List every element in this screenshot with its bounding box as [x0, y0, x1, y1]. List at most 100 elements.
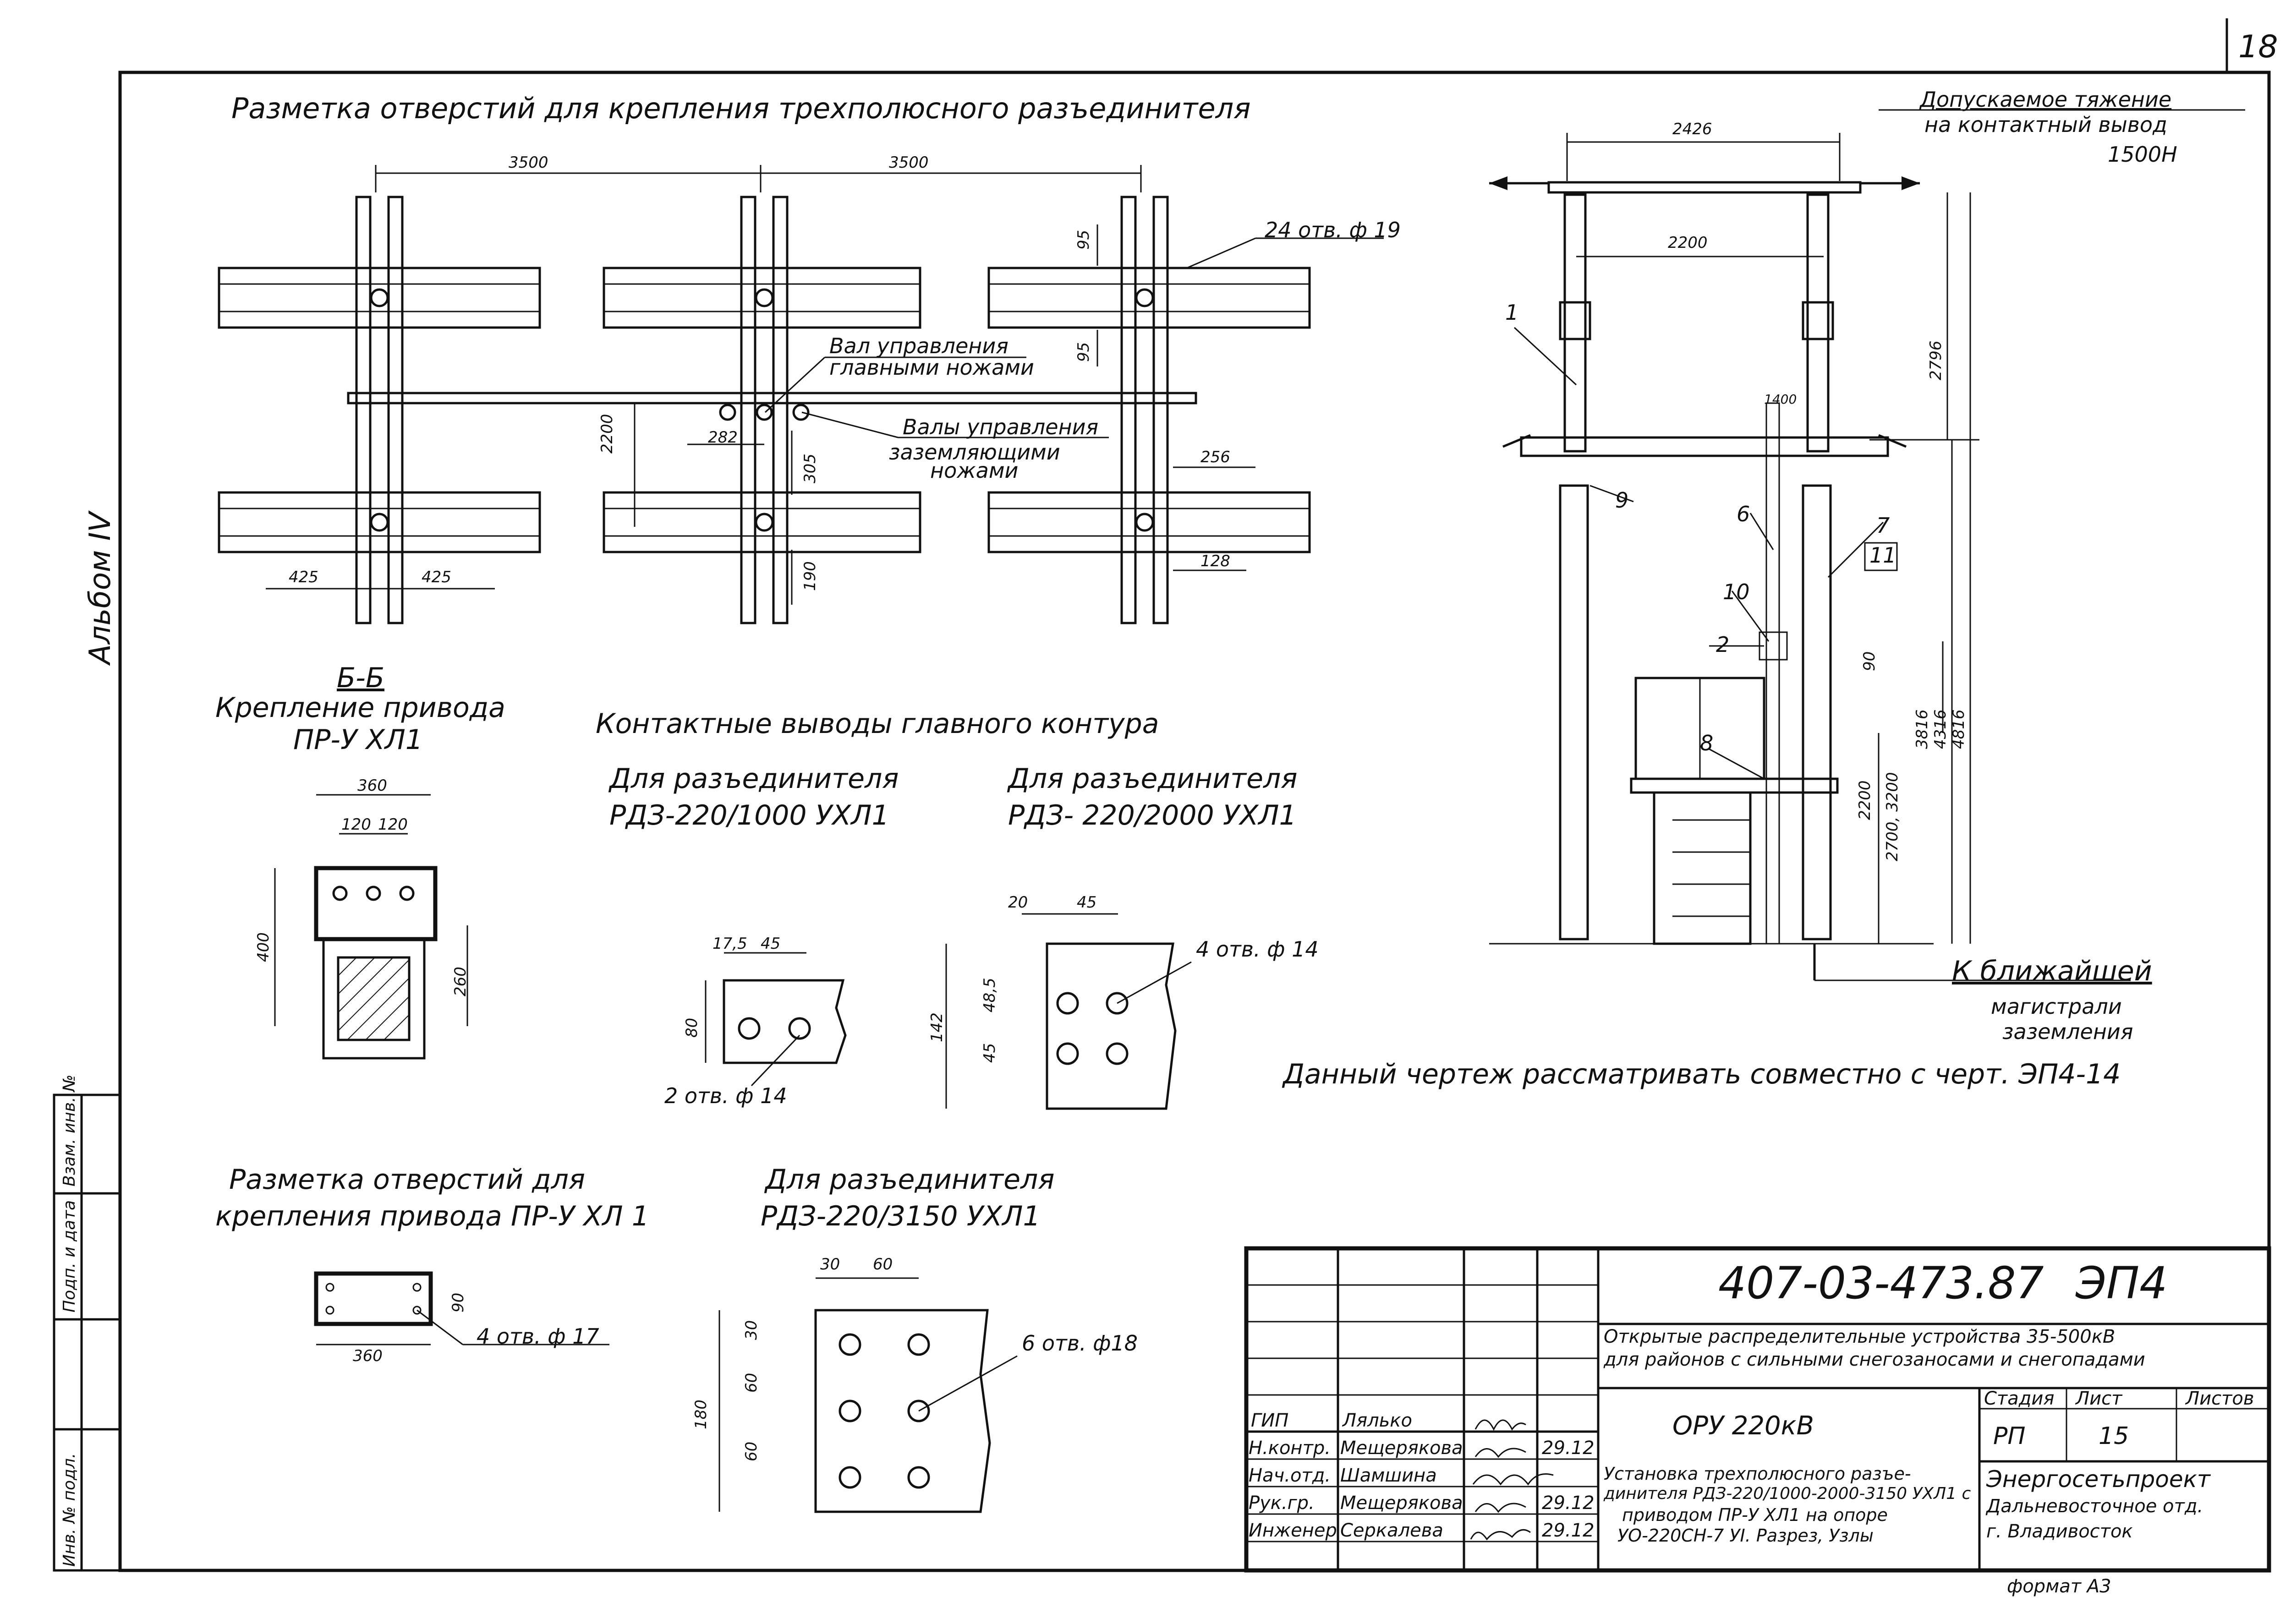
contact-plate-1000-drawing	[705, 952, 847, 1087]
elev-dim-3816: 3816	[1913, 709, 1931, 749]
dim-256: 256	[1200, 448, 1230, 466]
ground-shafts-label-3: ножами	[930, 458, 1019, 483]
stage-value: РП	[1993, 1422, 2026, 1450]
tension-label-2: на контактный вывод	[1924, 112, 2167, 137]
side-stamp-sign-date: Подп. и дата	[60, 1200, 79, 1312]
top-plan-drawing	[218, 165, 1384, 624]
section-bb-drawing	[274, 794, 468, 1060]
project-title-2: для районов с сильными снегозаносами и с…	[1604, 1349, 2145, 1370]
bb-dim-260: 260	[451, 967, 470, 996]
section-bb-mark: Б-Б	[337, 662, 384, 694]
sheet-value: 15	[2099, 1422, 2129, 1450]
bb-dim-120-b: 120	[378, 815, 408, 834]
contacts-title: Контактные выводы главного контура	[596, 708, 1159, 740]
ground-label-3: заземления	[2002, 1019, 2133, 1044]
staff-name-1: Лялько	[1343, 1410, 1412, 1431]
elev-dim-1400: 1400	[1764, 392, 1797, 407]
bb-dim-120-a: 120	[341, 815, 371, 834]
dim-3500-left: 3500	[509, 153, 548, 172]
drawing-note: Данный чертеж рассматривать совместно с …	[1283, 1058, 2121, 1090]
dim-282: 282	[708, 428, 738, 447]
desc-line-1: Установка трехполюсного разъе-	[1604, 1464, 1911, 1484]
callout-8: 8	[1700, 731, 1714, 755]
dim-3500-right: 3500	[889, 153, 929, 172]
dim-425-left: 425	[289, 568, 318, 586]
staff-role-5: Инженер	[1249, 1520, 1337, 1541]
rdz3150-dim-60-b: 60	[742, 1441, 761, 1461]
rdz3150-dim-60: 60	[873, 1255, 893, 1274]
tension-label-3: 1500Н	[2108, 142, 2177, 167]
rdz2000-holes: 4 отв. ф 14	[1196, 937, 1319, 962]
ground-label-1: К ближайшей	[1952, 955, 2152, 987]
drive-dim-360: 360	[353, 1347, 383, 1365]
rdz1000-dim-80: 80	[683, 1017, 701, 1038]
ground-shafts-label-1: Валы управления	[903, 415, 1099, 439]
staff-role-1: ГИП	[1251, 1410, 1289, 1431]
section-bb-title-1: Крепление привода	[215, 692, 505, 724]
callout-7: 7	[1876, 513, 1890, 538]
elev-dim-2796: 2796	[1927, 340, 1945, 380]
org-name: Энергосетьпроект	[1986, 1466, 2210, 1493]
rdz3150-dim-30: 30	[820, 1255, 840, 1274]
staff-name-2: Мещерякова	[1340, 1438, 1463, 1459]
callout-2: 2	[1716, 632, 1730, 657]
dim-95-bottom: 95	[1074, 342, 1093, 362]
rdz1000-title-2: РДЗ-220/1000 УХЛ1	[609, 799, 889, 831]
main-shaft-label-1: Вал управления	[829, 334, 1008, 358]
sheet-frame	[118, 71, 2271, 1572]
staff-role-3: Нач.отд.	[1249, 1465, 1331, 1486]
rdz2000-title-1: Для разъединителя	[1008, 763, 1298, 795]
project-title-1: Открытые распределительные устройства 35…	[1604, 1326, 2116, 1347]
staff-date-5: 29.12	[1542, 1520, 1595, 1541]
rdz3150-title-1: Для разъединителя	[765, 1164, 1055, 1196]
staff-role-2: Н.контр.	[1249, 1438, 1331, 1459]
title-block-code: 407-03-473.87	[1718, 1258, 2044, 1309]
rdz1000-title-1: Для разъединителя	[609, 763, 899, 795]
title-block-sheet-code: ЭП4	[2076, 1258, 2168, 1309]
tension-label-1: Допускаемое тяжение	[1920, 87, 2172, 112]
elev-dim-4316: 4316	[1931, 709, 1950, 749]
staff-role-4: Рук.гр.	[1249, 1493, 1315, 1514]
bb-dim-360: 360	[357, 776, 387, 795]
sheet-label: Лист	[2076, 1388, 2122, 1409]
elev-dim-4816: 4816	[1950, 709, 1968, 749]
rdz3150-dim-60-a: 60	[742, 1372, 761, 1393]
contact-plate-3150-drawing	[718, 1277, 1018, 1513]
rdz3150-dim-30-side: 30	[742, 1320, 761, 1340]
rdz1000-dim-17-5: 17,5	[713, 935, 747, 953]
elev-dim-2700-3200: 2700, 3200	[1883, 772, 1902, 861]
drive-holes-title-1: Разметка отверстий для	[229, 1164, 586, 1196]
org-city: г. Владивосток	[1986, 1521, 2133, 1542]
rdz2000-dim-142: 142	[928, 1012, 946, 1042]
staff-date-4: 29.12	[1542, 1493, 1595, 1514]
elev-dim-2426: 2426	[1672, 120, 1712, 138]
drive-dim-90: 90	[449, 1292, 467, 1312]
contact-plate-2000-drawing	[945, 913, 1192, 1110]
side-stamp-inv-repl: Взам. инв. №	[60, 1075, 79, 1187]
rdz2000-title-2: РДЗ- 220/2000 УХЛ1	[1008, 799, 1297, 831]
holes-24-label: 24 отв. ф 19	[1265, 218, 1401, 242]
desc-line-4: УО-220СН-7 УI. Разрез, Узлы	[1617, 1526, 1874, 1546]
elevation-drawing	[1489, 109, 2245, 981]
dim-128: 128	[1200, 552, 1230, 570]
main-shaft-label-2: главными ножами	[829, 355, 1034, 380]
staff-name-4: Мещерякова	[1340, 1493, 1463, 1514]
dim-2200-plan: 2200	[598, 414, 616, 454]
callout-6: 6	[1737, 502, 1750, 526]
rdz1000-dim-45: 45	[761, 935, 781, 953]
drive-holes-drawing	[314, 1271, 609, 1345]
dim-190: 190	[801, 561, 819, 591]
staff-date-2: 29.12	[1542, 1438, 1595, 1459]
rdz1000-holes: 2 отв. ф 14	[664, 1083, 787, 1108]
top-section-title: Разметка отверстий для крепления трехпол…	[231, 92, 1251, 125]
dim-95-top: 95	[1074, 230, 1093, 250]
rdz3150-dim-180: 180	[692, 1400, 710, 1429]
album-label: Альбом IV	[83, 510, 117, 666]
org-branch: Дальневосточное отд.	[1986, 1496, 2203, 1517]
elev-dim-90: 90	[1860, 651, 1879, 671]
staff-name-5: Серкалева	[1340, 1520, 1443, 1541]
elev-dim-2200-bottom: 2200	[1856, 780, 1874, 820]
object-name: ОРУ 220кВ	[1672, 1411, 1814, 1441]
bb-dim-400: 400	[254, 932, 273, 962]
